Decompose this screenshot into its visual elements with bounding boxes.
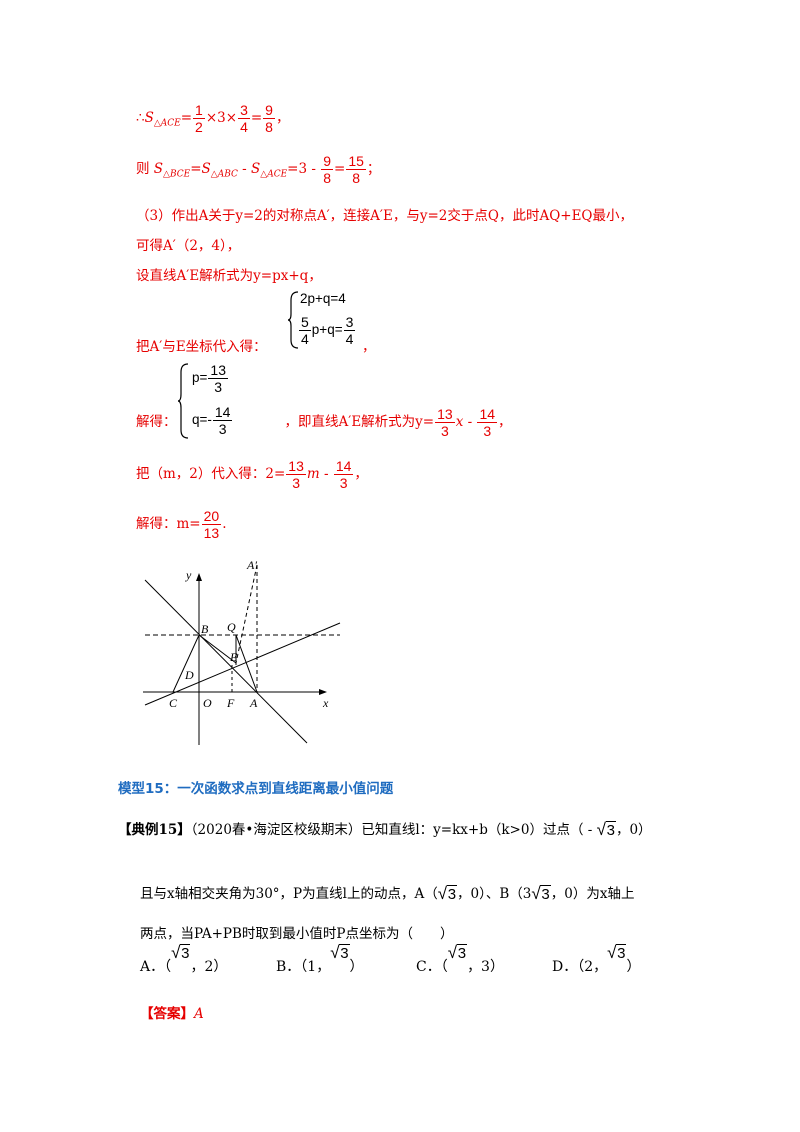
fig-label-e: E — [229, 650, 238, 664]
fig-label-o: O — [203, 696, 212, 710]
fig-label-c: C — [169, 696, 178, 710]
fig-label-y: y — [185, 568, 192, 582]
fig-label-x: x — [322, 696, 329, 710]
solution-line-6: 把A′与E坐标代入得： — [136, 339, 267, 355]
fig-label-b: B — [201, 622, 209, 636]
solution-line-5: 设直线A′E解析式为y=px+q， — [136, 268, 322, 284]
system-1-brace — [288, 291, 299, 349]
fig-label-a: A — [249, 696, 258, 710]
answer-line: 【答案】A — [140, 1006, 204, 1022]
option-d[interactable]: D．（2，√3） — [552, 942, 641, 976]
example-line-1: 【典例15】（2020春•海淀区校级期末）已知直线l：y=kx+b（k>0）过点… — [118, 820, 652, 839]
system-1-row-1: 2p+q=4 — [300, 291, 346, 306]
option-c[interactable]: C．（√3，3） — [416, 942, 504, 976]
solution-line-3: （3）作出A关于y=2的对称点A′，连接A′E，与y=2交于点Q，此时AQ+EQ… — [136, 208, 633, 224]
example-line-2: 且与x轴相交夹角为30°，P为直线l上的动点，A（√3，0）、B（3√3，0）为… — [140, 884, 635, 903]
model-title: 模型15：一次函数求点到直线距离最小值问题 — [118, 781, 394, 797]
fig-label-q: Q — [227, 620, 236, 634]
option-b[interactable]: B．（1，√3） — [276, 942, 364, 976]
geometry-figure: y x A′ B Q E D C O F A — [143, 558, 341, 745]
fig-label-d: D — [184, 668, 194, 682]
option-a[interactable]: A．（√3，2） — [140, 943, 228, 975]
solution-line-4: 可得A′（2，4）， — [136, 238, 241, 254]
solution-line-6-end: ， — [362, 339, 376, 355]
fig-label-a-prime: A′ — [246, 558, 257, 572]
system-2-brace — [178, 363, 189, 439]
example-line-3: 两点，当PA+PB时取到最小值时P点坐标为（ ） — [140, 926, 454, 942]
fig-label-f: F — [226, 696, 235, 710]
